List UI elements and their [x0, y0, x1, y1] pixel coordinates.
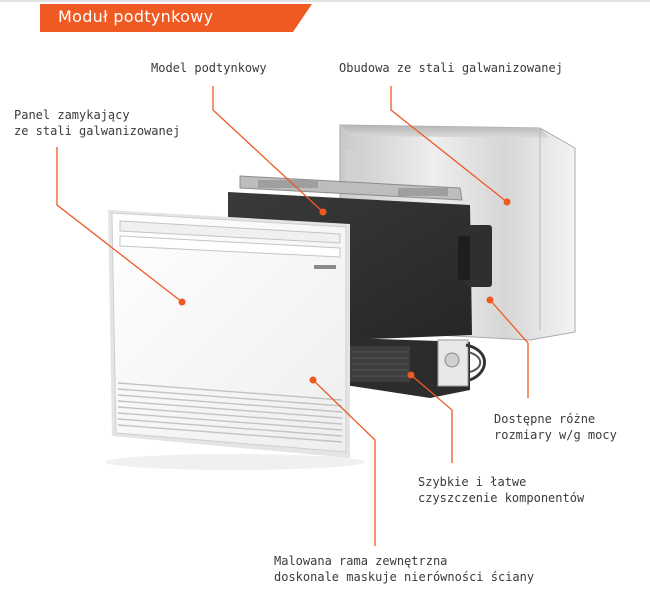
label-frame-line1: Malowana rama zewnętrzna [274, 554, 448, 568]
label-housing: Obudowa ze stali galwanizowanej [339, 61, 563, 75]
callout-housing [390, 86, 508, 203]
title-banner [40, 4, 312, 32]
label-panel-line2: ze stali galwanizowanej [14, 124, 181, 138]
callout-panel [56, 147, 183, 303]
callout-dot [503, 198, 511, 206]
label-panel-line1: Panel zamykający [14, 108, 130, 122]
banner-rule [0, 0, 650, 2]
banner-title: Moduł podtynkowy [58, 7, 214, 26]
label-cleaning-line1: Szybkie i łatwe [418, 475, 527, 489]
callout-frame [312, 379, 376, 546]
callout-cleaning [410, 374, 453, 463]
callout-dot [407, 371, 415, 379]
callout-dots [178, 198, 511, 384]
front-panel [105, 210, 365, 470]
label-model: Model podtynkowy [151, 61, 267, 75]
callout-dot [486, 296, 494, 304]
label-cleaning-line2: czyszczenie komponentów [418, 491, 585, 505]
callout-sizes [489, 299, 529, 398]
label-sizes-line2: rozmiary w/g mocy [494, 428, 617, 442]
callout-model [212, 86, 324, 213]
callout-dot [178, 298, 186, 306]
label-frame-line2: doskonale maskuje nierówności ściany [274, 570, 535, 584]
callout-dot [319, 208, 327, 216]
label-sizes-line1: Dostępne różne [494, 412, 596, 426]
callout-lines [56, 86, 529, 546]
callout-dot [309, 376, 317, 384]
